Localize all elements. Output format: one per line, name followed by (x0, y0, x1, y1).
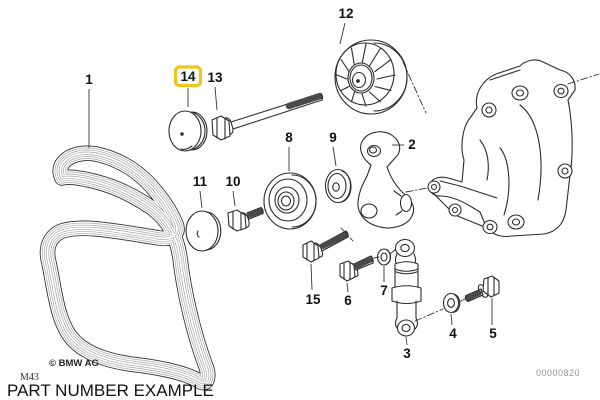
part-label-13[interactable]: 13 (207, 70, 223, 85)
part-washer-7[interactable] (376, 248, 392, 266)
part-label-4[interactable]: 4 (449, 326, 457, 341)
part-label-14-highlighted[interactable]: 14 (173, 65, 203, 88)
part-label-11[interactable]: 11 (193, 174, 208, 189)
part-label-10[interactable]: 10 (225, 174, 240, 189)
part-engine-bracket[interactable] (427, 59, 576, 238)
diagram-number: 00000820 (536, 368, 580, 378)
part-tensioner-damper[interactable] (391, 238, 422, 337)
part-washer-4[interactable] (442, 292, 461, 314)
part-ribbed-v-belt[interactable] (48, 153, 208, 382)
part-guide-pulley[interactable] (263, 172, 317, 230)
bmw-copyright: © BMW AG (49, 358, 99, 369)
part-hex-bolt-10[interactable] (227, 206, 264, 232)
part-label-7[interactable]: 7 (380, 283, 388, 298)
part-cap-highlighted[interactable] (168, 110, 208, 152)
highlight-box (173, 65, 203, 88)
caption-part-number-example: PART NUMBER EXAMPLE (7, 381, 214, 400)
part-deflection-pulley[interactable] (334, 39, 408, 115)
part-cover-disc[interactable] (185, 210, 222, 252)
part-label-9[interactable]: 9 (329, 130, 337, 145)
captions: © BMW AG M43 PART NUMBER EXAMPLE 0000082… (7, 358, 580, 400)
part-tensioner-lever[interactable] (357, 131, 415, 229)
engine-code: M43 (20, 372, 39, 383)
part-label-6[interactable]: 6 (344, 293, 352, 308)
part-label-15[interactable]: 15 (305, 292, 321, 307)
part-hex-bolt-long[interactable] (211, 92, 324, 141)
part-labels: 1 2 3 4 5 6 7 8 9 10 11 12 13 14 15 (85, 6, 497, 361)
leader-lines (88, 22, 493, 346)
assembly-axis-lines (340, 61, 600, 322)
part-washer-disc[interactable] (324, 168, 352, 204)
part-label-14: 14 (180, 69, 196, 84)
part-label-5[interactable]: 5 (489, 326, 497, 341)
part-hex-bolt-6[interactable] (339, 255, 374, 282)
pulley-vanes (336, 43, 396, 107)
part-hex-bolt-15[interactable] (302, 230, 349, 263)
part-label-12[interactable]: 12 (338, 6, 353, 21)
part-label-3[interactable]: 3 (403, 346, 411, 361)
part-hex-bolt-5[interactable] (464, 275, 500, 303)
part-label-1[interactable]: 1 (85, 72, 93, 87)
part-label-2[interactable]: 2 (408, 137, 416, 152)
part-label-8[interactable]: 8 (285, 130, 293, 145)
